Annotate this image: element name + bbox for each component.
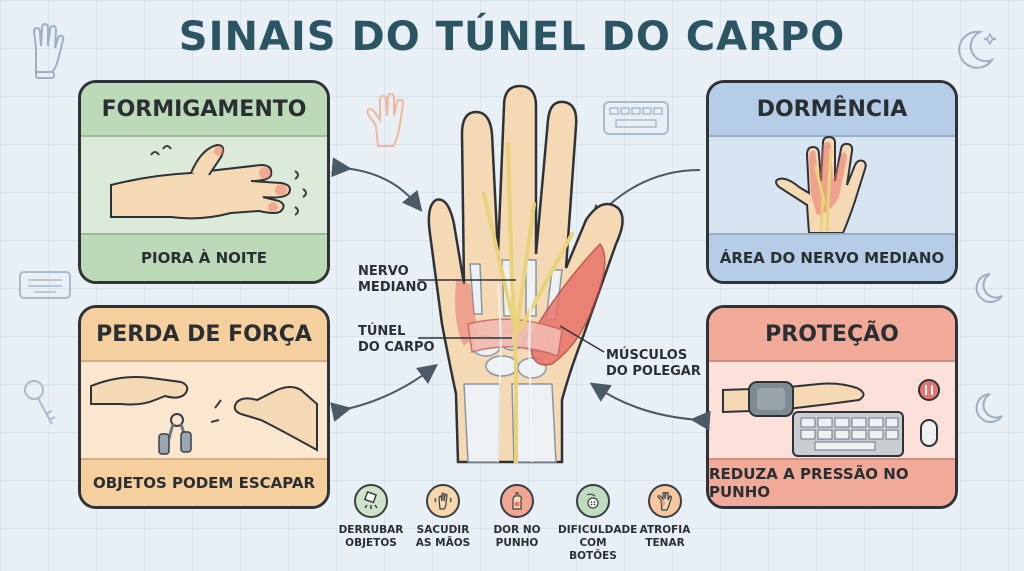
anatomy-hand-illustration: [427, 84, 624, 464]
background-moon-icon-small: [975, 273, 1003, 303]
card-numbness: DORMÊNCIA ÁREA DO NERVO MEDIANO: [706, 80, 958, 284]
card-weakness-heading: PERDA DE FORÇA: [81, 308, 327, 362]
thenar-atrophy-icon: [648, 484, 682, 518]
label-carpal-tunnel: TÚNEL DO CARPO: [358, 324, 435, 355]
tingling-hand-illustration: [81, 135, 327, 235]
card-numbness-caption: ÁREA DO NERVO MEDIANO: [709, 233, 955, 281]
card-tingling: FORMIGAMENTO PIORA À NOITE: [78, 80, 330, 284]
background-hand-outline-icon: [366, 92, 405, 147]
card-weakness: PERDA DE FORÇA OBJETOS PODEM ESCAPAR: [78, 305, 330, 509]
card-numbness-heading: DORMÊNCIA: [709, 83, 955, 137]
label-thumb-muscles: MÚSCULOS DO POLEGAR: [606, 348, 701, 379]
wrist-pain-icon: [500, 484, 534, 518]
card-tingling-heading: FORMIGAMENTO: [81, 83, 327, 137]
label-median-nerve: NERVO MEDIANO: [358, 264, 428, 295]
card-tingling-caption: PIORA À NOITE: [81, 233, 327, 281]
background-moon-icon-bottom: [975, 393, 1003, 423]
background-hand-icon: [32, 22, 65, 79]
dropping-object-icon: [354, 484, 388, 518]
page-title: SINAIS DO TÚNEL DO CARPO: [178, 14, 846, 60]
shaking-hand-icon: [426, 484, 460, 518]
weakness-hands-illustration: [81, 360, 327, 460]
button-icon: [576, 484, 610, 518]
card-weakness-caption: OBJETOS PODEM ESCAPAR: [81, 458, 327, 506]
card-protection-heading: PROTEÇÃO: [709, 308, 955, 362]
background-keyboard-icon: [603, 101, 669, 135]
numbness-hand-illustration: [709, 135, 955, 235]
protection-illustration: [709, 360, 955, 460]
background-keys-icon: [24, 380, 56, 425]
background-keyboard-icon-left: [19, 271, 71, 299]
card-protection: PROTEÇÃO REDUZA A PRESSÃO NO PUNHO: [706, 305, 958, 509]
card-protection-caption: REDUZA A PRESSÃO NO PUNHO: [709, 458, 955, 506]
background-moon-icon: [958, 30, 997, 69]
